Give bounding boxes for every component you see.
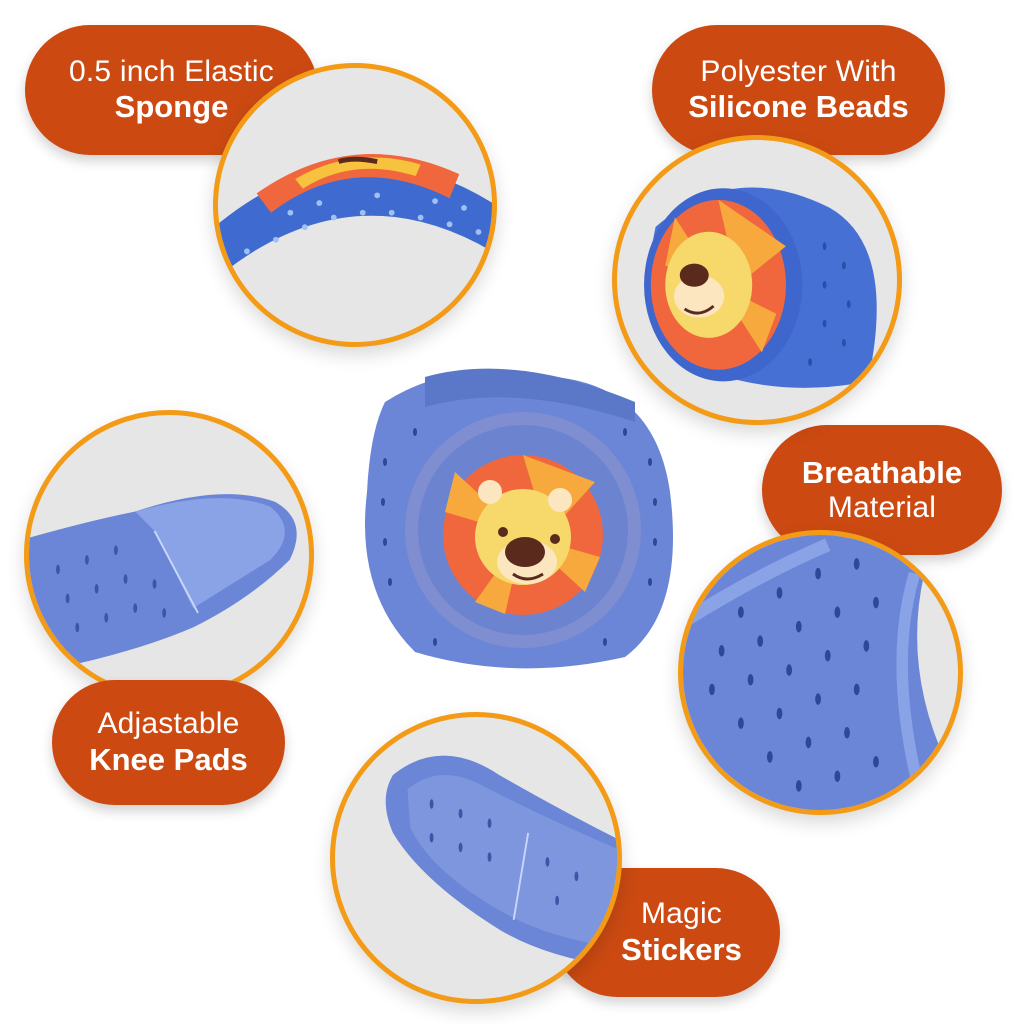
feature-label-line1: Breathable xyxy=(801,454,963,490)
mesh-fabric-illustration-icon xyxy=(683,535,958,810)
knee-pad-side-illustration-icon xyxy=(644,187,877,388)
strap-closeup-image xyxy=(24,410,314,700)
feature-label-line1: Adjastable xyxy=(97,707,240,741)
feature-label-line2: Stickers xyxy=(621,931,742,967)
mesh-closeup-image xyxy=(678,530,963,815)
feature-label-line1: 0.5 inch Elastic xyxy=(69,54,274,88)
feature-label-sponge: 0.5 inch Elastic Sponge xyxy=(25,25,318,155)
velcro-strap-closeup-image xyxy=(330,712,622,1004)
velcro-strap-illustration-icon xyxy=(385,755,617,968)
lion-knee-pad-icon xyxy=(365,368,673,669)
feature-label-line2: Silicone Beads xyxy=(688,89,909,125)
lion-knee-pad-product-image xyxy=(355,352,677,678)
feature-label-line2: Knee Pads xyxy=(89,741,248,777)
strap-illustration-icon xyxy=(29,494,297,674)
feature-label-line2: Material xyxy=(827,490,937,524)
feature-label-line1: Magic xyxy=(640,897,723,931)
knee-pad-side-closeup-image xyxy=(612,135,902,425)
feature-label-line2: Sponge xyxy=(114,89,229,125)
sponge-closeup-image xyxy=(213,63,497,347)
feature-label-silicone: Polyester With Silicone Beads xyxy=(652,25,945,155)
sponge-illustration-icon xyxy=(218,154,492,278)
feature-label-line1: Polyester With xyxy=(700,54,897,88)
feature-label-adjustable: Adjastable Knee Pads xyxy=(52,680,285,805)
